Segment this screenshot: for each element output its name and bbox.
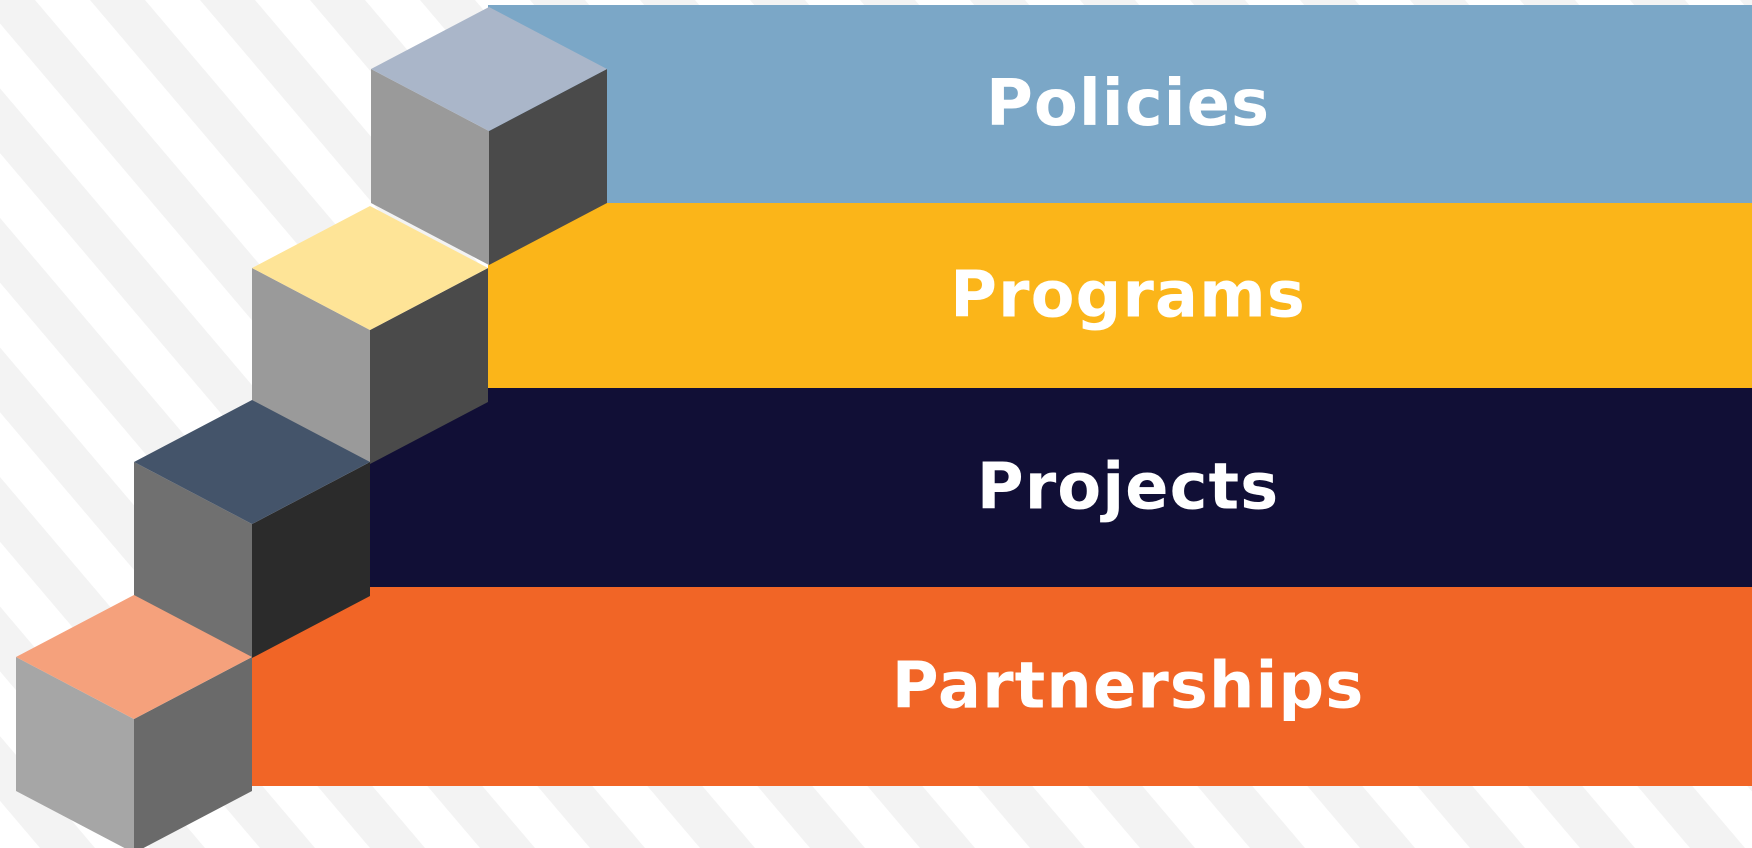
label-programs: Programs xyxy=(950,259,1306,333)
cube-left-face xyxy=(252,268,370,464)
cube-projects xyxy=(134,400,370,658)
label-policies: Policies xyxy=(986,67,1270,141)
step-cubes xyxy=(16,7,607,848)
cube-left-face xyxy=(16,657,134,848)
cube-right-face xyxy=(252,462,370,658)
cube-policies xyxy=(371,7,607,265)
cube-partnerships xyxy=(16,595,252,848)
cube-top-face xyxy=(134,400,370,524)
cube-top-face xyxy=(252,206,488,330)
cube-left-face xyxy=(134,462,252,658)
cube-programs xyxy=(252,206,488,464)
cube-right-face xyxy=(370,268,488,464)
cube-top-face xyxy=(16,595,252,719)
band-policies xyxy=(488,5,1752,203)
cube-right-face xyxy=(489,69,607,265)
label-projects: Projects xyxy=(977,451,1279,525)
band-programs xyxy=(488,203,1752,388)
label-partnerships: Partnerships xyxy=(892,650,1365,724)
band-partnerships xyxy=(252,587,1752,786)
band-projects xyxy=(368,388,1752,587)
cube-left-face xyxy=(371,69,489,265)
cube-right-face xyxy=(134,657,252,848)
level-bands xyxy=(252,5,1752,786)
cube-top-face xyxy=(371,7,607,131)
